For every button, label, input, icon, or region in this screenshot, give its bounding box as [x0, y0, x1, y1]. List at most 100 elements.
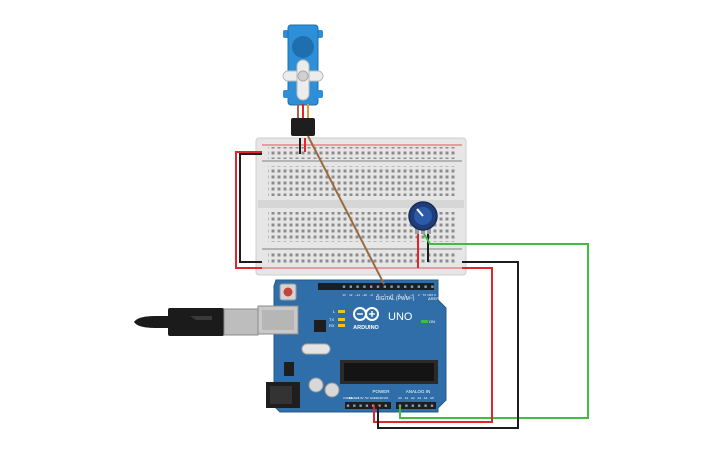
usb-plug-body — [168, 308, 224, 336]
reset-button-cap[interactable] — [283, 287, 293, 297]
breadboard[interactable] — [255, 137, 467, 276]
potentiometer-icon[interactable] — [408, 201, 438, 234]
power-pin-socket[interactable] — [378, 404, 381, 407]
digital-pin-socket[interactable] — [349, 285, 352, 288]
analog-pin-label: A3 — [417, 396, 421, 400]
on-led-label: ON — [429, 319, 435, 324]
digital-header — [318, 283, 434, 290]
wires — [235, 135, 589, 429]
digital-pin-socket[interactable] — [410, 285, 414, 288]
wire-left-black[interactable] — [239, 153, 262, 263]
servo-motor-icon[interactable] — [282, 24, 324, 136]
usb-cable-strain-relief — [134, 316, 170, 328]
analog-pin-socket[interactable] — [418, 404, 421, 407]
digital-pin-label: 12 — [349, 293, 353, 297]
capacitor-left — [308, 377, 324, 393]
digital-pin-label: 2 — [418, 293, 420, 297]
dc-power-jack-inner — [270, 386, 292, 404]
usb-cable-icon[interactable] — [134, 308, 259, 336]
power-pin-label: 5V — [365, 396, 369, 400]
top-power-rail-holes — [268, 147, 456, 159]
power-label: POWER — [372, 389, 390, 394]
digital-pin-socket[interactable] — [390, 285, 393, 288]
voltage-regulator — [284, 362, 294, 376]
digital-pin-label: 13 — [342, 293, 346, 297]
digital-pin-label: ~5 — [397, 293, 401, 297]
digital-pin-socket[interactable] — [383, 285, 386, 288]
analog-pin-socket[interactable] — [411, 404, 414, 407]
analog-pin-label: A0 — [398, 396, 402, 400]
tx-led — [338, 318, 345, 321]
analog-pin-label: A5 — [430, 396, 434, 400]
digital-pin-socket[interactable] — [417, 285, 420, 288]
digital-pin-socket[interactable] — [404, 285, 407, 288]
rx-led-label: RX — [329, 323, 335, 328]
digital-pin-label: 7 — [384, 293, 386, 297]
l-led — [338, 310, 345, 313]
power-pin-socket[interactable] — [353, 404, 356, 407]
analog-pin-socket[interactable] — [430, 404, 434, 407]
digital-label: DIGITAL (PWM~) — [376, 296, 415, 302]
servo-horn-hub — [297, 70, 309, 82]
capacitor-right — [324, 382, 340, 398]
tx-led-label: TX — [329, 317, 334, 322]
pot-indicator — [416, 208, 424, 217]
on-led — [421, 320, 428, 323]
power-pin-socket[interactable] — [372, 404, 375, 407]
digital-pin-label: ~10 — [362, 293, 367, 297]
digital-pin-socket[interactable] — [424, 285, 427, 288]
digital-pin-socket[interactable] — [356, 285, 359, 288]
analog-pin-label: A2 — [411, 396, 415, 400]
analog-pin-label: A1 — [405, 396, 409, 400]
digital-pin-label: ~6 — [390, 293, 394, 297]
analog-pin-socket[interactable] — [405, 404, 408, 407]
digital-pin-label: ~9 — [369, 293, 373, 297]
power-pin-socket[interactable] — [346, 404, 350, 407]
usb-controller-chip — [314, 320, 326, 332]
power-pin-socket[interactable] — [365, 404, 369, 407]
analog-in-label: ANALOG IN — [406, 389, 431, 394]
digital-pin-socket[interactable] — [397, 285, 400, 288]
analog-pin-socket[interactable] — [424, 404, 427, 407]
digital-pin-socket[interactable] — [376, 285, 380, 288]
aref-label: AREF — [428, 296, 439, 301]
power-pin-label: RESET — [349, 396, 359, 400]
digital-pin-socket[interactable] — [363, 285, 366, 288]
power-pin-label: GND — [370, 396, 378, 400]
digital-pin-socket[interactable] — [431, 285, 434, 288]
wire-servo-signal-brown[interactable] — [307, 135, 385, 285]
analog-pin-socket[interactable] — [398, 404, 402, 407]
digital-pin-socket[interactable] — [370, 285, 373, 288]
digital-pin-label: TX 1 — [422, 293, 429, 297]
analog-header — [396, 402, 436, 409]
digital-pin-label: 4 — [404, 293, 406, 297]
usb-symbol — [190, 316, 212, 320]
power-pin-label: GND — [376, 396, 384, 400]
arduino-logo-icon — [353, 307, 379, 321]
digital-pin-label: RX 0 — [429, 293, 436, 297]
center-channel — [258, 200, 464, 208]
digital-pin-label: ~3 — [410, 293, 414, 297]
power-pin-socket[interactable] — [359, 404, 362, 407]
bottom-power-rail-holes — [268, 252, 456, 264]
wire-left-red[interactable] — [235, 151, 262, 269]
power-pin-label: VIN — [383, 396, 388, 400]
wire-gnd-black[interactable] — [377, 261, 519, 429]
usb-plug-metal — [223, 308, 259, 336]
power-pin-label: 3.3V — [358, 396, 364, 400]
wire-5v-red[interactable] — [373, 267, 493, 423]
analog-pin-label: A4 — [424, 396, 428, 400]
top-terminal-strip — [268, 166, 456, 196]
l-led-label: L — [333, 309, 336, 314]
wire-pot-signal-green[interactable] — [399, 231, 589, 419]
atmega-chip — [344, 363, 434, 381]
usb-b-port-inner — [262, 310, 294, 330]
power-pin-socket[interactable] — [384, 404, 387, 407]
crystal-oscillator — [301, 343, 331, 355]
digital-pin-socket[interactable] — [342, 285, 346, 288]
